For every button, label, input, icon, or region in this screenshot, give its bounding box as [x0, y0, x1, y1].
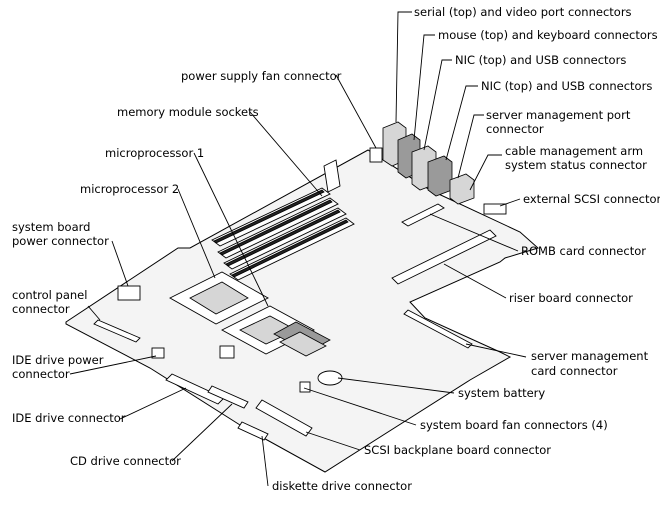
label-power-supply-fan: power supply fan connector	[181, 69, 342, 83]
server-management-card-connector	[403, 309, 473, 349]
label-cable-mgmt-1: cable management arm	[505, 144, 643, 158]
label-server-mgmt-card-2: card connector	[531, 364, 618, 378]
label-diskette-drive: diskette drive connector	[272, 479, 412, 493]
label-external-scsi: external SCSI connector	[523, 192, 660, 206]
diskette-drive-connector	[237, 421, 269, 441]
label-microprocessor-1: microprocessor 1	[105, 146, 204, 160]
label-system-board-power-2: power connector	[12, 234, 109, 248]
external-scsi-connector	[483, 203, 507, 215]
cd-drive-connector	[207, 385, 249, 409]
ide-drive-connector	[165, 373, 225, 405]
label-server-mgmt-card-1: server management	[531, 349, 649, 363]
label-control-panel-2: connector	[12, 302, 70, 316]
label-server-mgmt-port-1: server management port	[486, 108, 631, 122]
label-ide-power-1: IDE drive power	[12, 353, 104, 367]
label-riser-board: riser board connector	[509, 291, 633, 305]
label-romb-card: ROMB card connector	[521, 244, 646, 258]
romb-card-connector	[401, 203, 445, 227]
label-mouse-keyboard: mouse (top) and keyboard connectors	[438, 28, 658, 42]
microprocessor-2-socket	[169, 271, 269, 325]
system-battery	[317, 370, 343, 386]
riser-board-connector	[391, 229, 497, 285]
label-cd-drive: CD drive connector	[70, 454, 181, 468]
label-system-board-power-1: system board	[12, 220, 90, 234]
ide-drive-power-connector	[151, 347, 165, 359]
power-supply-fan-connector	[369, 147, 383, 163]
label-system-battery: system battery	[458, 386, 545, 400]
leader-lines	[69, 11, 527, 487]
microprocessor-1-socket	[221, 305, 331, 357]
label-ide-power-2: connector	[12, 367, 70, 381]
scsi-backplane-connector	[255, 399, 313, 437]
label-nic-usb-2: NIC (top) and USB connectors	[481, 79, 652, 93]
control-panel-connector	[93, 319, 141, 343]
label-memory-sockets: memory module sockets	[117, 105, 259, 119]
system-board-fan-connector	[299, 381, 311, 393]
label-cable-mgmt-2: system status connector	[505, 158, 647, 172]
ide-drive-power-connector-2	[219, 345, 235, 359]
label-microprocessor-2: microprocessor 2	[80, 182, 179, 196]
memory-module-sockets	[211, 159, 355, 281]
label-system-board-fans: system board fan connectors (4)	[420, 418, 608, 432]
label-nic-usb-1: NIC (top) and USB connectors	[455, 53, 626, 67]
rear-port-connectors	[382, 121, 475, 205]
label-serial-video: serial (top) and video port connectors	[414, 5, 632, 19]
label-server-mgmt-port-2: connector	[486, 122, 544, 136]
label-control-panel-1: control panel	[12, 288, 87, 302]
system-board-power-connector	[117, 285, 141, 301]
label-scsi-backplane: SCSI backplane board connector	[364, 443, 551, 457]
label-ide-drive: IDE drive connector	[12, 411, 126, 425]
